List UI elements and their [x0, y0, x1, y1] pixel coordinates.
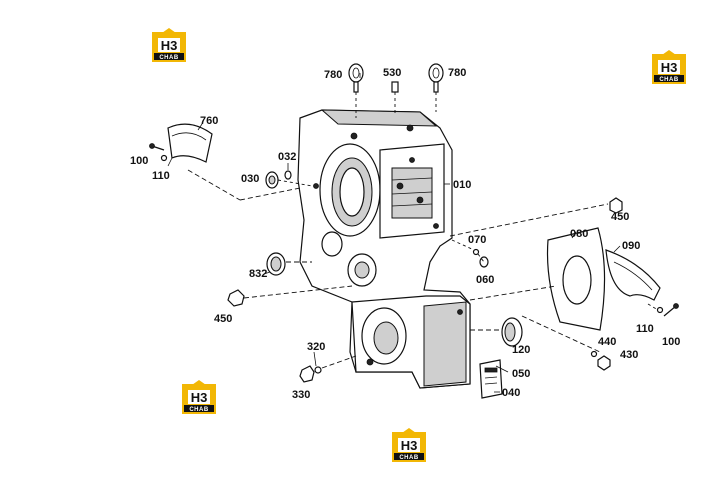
callout-320: 320 [307, 341, 325, 353]
breather-plug-530 [391, 81, 399, 93]
washer-110-right [656, 306, 664, 314]
callout-430: 430 [620, 349, 638, 361]
brand-logo-top-left: H3 CHAB [152, 28, 186, 62]
svg-text:H3: H3 [401, 438, 418, 453]
o-ring-032 [284, 170, 292, 180]
svg-text:CHAB: CHAB [159, 55, 178, 61]
plug-430 [597, 355, 611, 371]
callout-010: 010 [453, 179, 471, 191]
callout-032: 032 [278, 151, 296, 163]
cover-plate-760 [167, 123, 213, 163]
callout-760: 760 [200, 115, 218, 127]
callout-780-right: 780 [448, 67, 466, 79]
callout-120: 120 [512, 344, 530, 356]
shield-090 [605, 249, 661, 301]
callout-450-left: 450 [214, 313, 232, 325]
callout-030: 030 [241, 173, 259, 185]
callout-440: 440 [598, 336, 616, 348]
svg-text:H3: H3 [661, 60, 678, 75]
plug-030 [265, 171, 279, 189]
plug-450-right [609, 197, 623, 214]
bolt-100-right [663, 303, 679, 317]
brand-logo-bottom-center: H3 CHAB [392, 428, 426, 462]
callout-080: 080 [570, 228, 588, 240]
callout-040: 040 [502, 387, 520, 399]
brand-logo-top-right: H3 CHAB [652, 50, 686, 84]
svg-text:H3: H3 [161, 38, 178, 53]
cap-120 [501, 317, 523, 347]
svg-text:H3: H3 [191, 390, 208, 405]
plug-450-left [227, 289, 245, 307]
washer-110-left [160, 154, 168, 162]
plug-060 [479, 256, 489, 268]
svg-text:CHAB: CHAB [659, 77, 678, 83]
transmission-housing [297, 109, 471, 389]
ring-440 [590, 350, 598, 358]
callout-110-left: 110 [152, 170, 170, 182]
callout-832: 832 [249, 268, 267, 280]
seal-ring-832 [266, 252, 286, 276]
callout-050: 050 [512, 368, 530, 380]
name-plate-040 [479, 359, 503, 399]
callout-100-right: 100 [662, 336, 680, 348]
svg-text:CHAB: CHAB [189, 407, 208, 413]
callout-110-right: 110 [636, 323, 654, 335]
callout-100-left: 100 [130, 155, 148, 167]
callout-090: 090 [622, 240, 640, 252]
eye-bolt-left [348, 63, 364, 93]
bolt-100-left [149, 143, 165, 151]
callout-labels: 780 530 780 760 032 100 110 030 010 450 … [130, 67, 680, 401]
callout-060: 060 [476, 274, 494, 286]
cover-plate-080 [546, 227, 606, 331]
ring-070 [472, 248, 480, 256]
brand-logo-bottom-left: H3 CHAB [182, 380, 216, 414]
plug-330 [299, 365, 315, 383]
callout-530: 530 [383, 67, 401, 79]
callout-070: 070 [468, 234, 486, 246]
callout-330: 330 [292, 389, 310, 401]
callout-450-right: 450 [611, 211, 629, 223]
leader-lines [167, 73, 659, 393]
callout-780-left: 780 [324, 69, 342, 81]
eye-bolt-right [428, 63, 444, 93]
ring-320 [314, 366, 322, 374]
svg-text:CHAB: CHAB [399, 455, 418, 461]
